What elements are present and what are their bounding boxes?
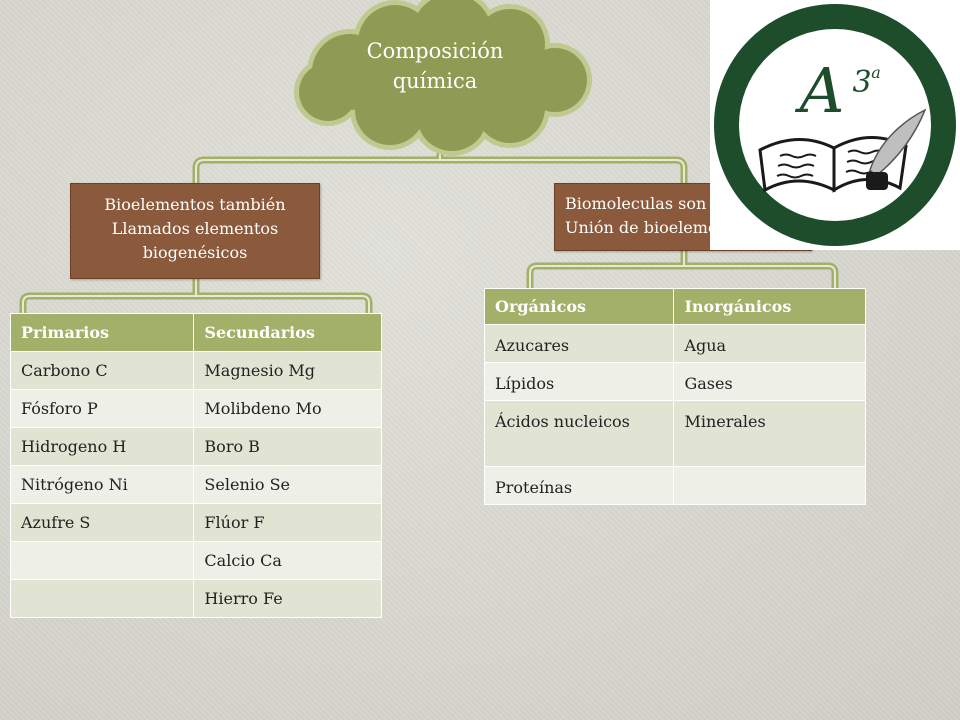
table-cell: Molibdeno Mo: [193, 389, 382, 428]
bioelementos-line-3: biogenésicos: [142, 243, 248, 262]
biomoleculas-line-2: Unión de bioelementos: [565, 218, 752, 237]
table-cell: Magnesio Mg: [193, 351, 382, 390]
school-logo: Escuela de Bachilleres Constitucional Ve…: [710, 0, 960, 250]
school-seal: Escuela de Bachilleres Constitucional Ve…: [714, 4, 956, 246]
header-secundarios: Secundarios: [193, 313, 382, 352]
header-inorganicos: Inorgánicos: [673, 288, 866, 325]
table-row: Nitrógeno Ni Selenio Se: [9, 465, 382, 504]
table-cell: Ácidos nucleicos: [483, 400, 675, 467]
table-cell: Calcio Ca: [193, 541, 382, 580]
cloud-shape: [294, 0, 592, 156]
root-node-label: Composición química: [330, 36, 540, 96]
table-cell: Azucares: [483, 324, 675, 363]
open-book-and-quill-icon: [758, 108, 927, 193]
table-row: Hidrogeno H Boro B: [9, 427, 382, 466]
table-cell: Azufre S: [9, 503, 195, 542]
root-branch: [192, 156, 688, 189]
table-row: Azucares Agua: [483, 324, 866, 363]
table-row: Hierro Fe: [9, 579, 382, 618]
table-cell: [673, 466, 866, 505]
bioelementos-line-2: Llamados elementos: [111, 219, 279, 238]
seal-monogram: A: [795, 54, 845, 127]
table-cell: [9, 579, 195, 618]
table-row: Ácidos nucleicos Minerales: [483, 400, 866, 467]
table-cell: Agua: [673, 324, 866, 363]
table-row: Proteínas: [483, 466, 866, 505]
table-cell: Hierro Fe: [193, 579, 382, 618]
svg-text:3: 3: [852, 65, 871, 100]
header-primarios: Primarios: [9, 313, 195, 352]
table-cell: Fósforo P: [9, 389, 195, 428]
root-line-2: química: [392, 69, 478, 93]
table-cell: Gases: [673, 362, 866, 401]
biomoleculas-line-1: Biomoleculas son la: [565, 194, 727, 213]
bioelementos-node: Bioelementos también Llamados elementos …: [70, 183, 320, 279]
table-cell: Proteínas: [483, 466, 675, 505]
table-row: Lípidos Gases: [483, 362, 866, 401]
table-cell: [9, 541, 195, 580]
bioelementos-table: Primarios Secundarios Carbono C Magnesio…: [9, 313, 382, 618]
table-cell: Hidrogeno H: [9, 427, 195, 466]
table-cell: Nitrógeno Ni: [9, 465, 195, 504]
biomoleculas-table: Orgánicos Inorgánicos Azucares Agua Lípi…: [483, 288, 866, 505]
table-cell: Lípidos: [483, 362, 675, 401]
svg-text:a: a: [871, 63, 881, 82]
table-row: Carbono C Magnesio Mg: [9, 351, 382, 390]
bioelementos-line-1: Bioelementos también: [104, 195, 286, 214]
table-row: Calcio Ca: [9, 541, 382, 580]
root-line-1: Composición: [366, 39, 504, 63]
table-cell: Boro B: [193, 427, 382, 466]
table-cell: Minerales: [673, 400, 866, 467]
table-row: Fósforo P Molibdeno Mo: [9, 389, 382, 428]
header-organicos: Orgánicos: [483, 288, 675, 325]
table-cell: Carbono C: [9, 351, 195, 390]
table-cell: Selenio Se: [193, 465, 382, 504]
table-header-row: Orgánicos Inorgánicos: [483, 288, 866, 325]
table-row: Azufre S Flúor F: [9, 503, 382, 542]
table-header-row: Primarios Secundarios: [9, 313, 382, 352]
table-cell: Flúor F: [193, 503, 382, 542]
